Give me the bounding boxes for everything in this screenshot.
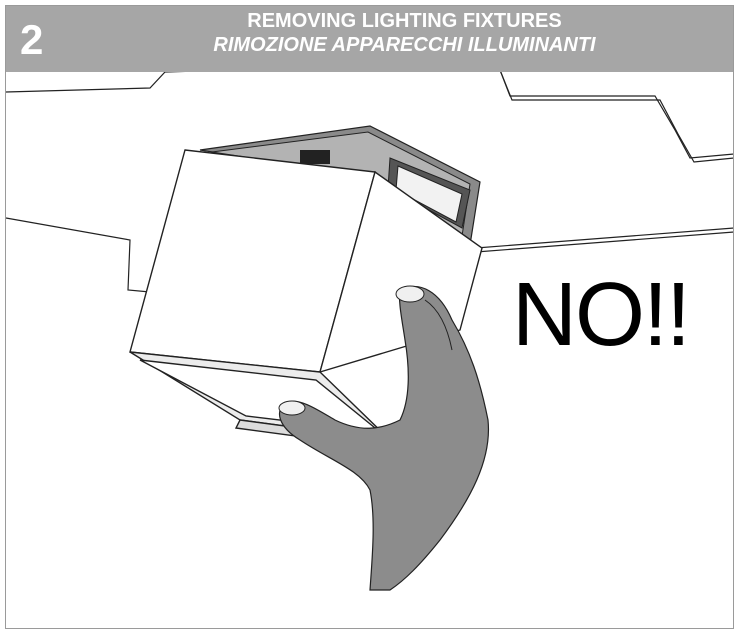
title-english: REMOVING LIGHTING FIXTURES [6, 9, 733, 33]
title-italian: RIMOZIONE APPARECCHI ILLUMINANTI [6, 33, 733, 57]
step-header: 2 REMOVING LIGHTING FIXTURES RIMOZIONE A… [6, 6, 733, 72]
warning-label: NO!! [512, 270, 689, 360]
